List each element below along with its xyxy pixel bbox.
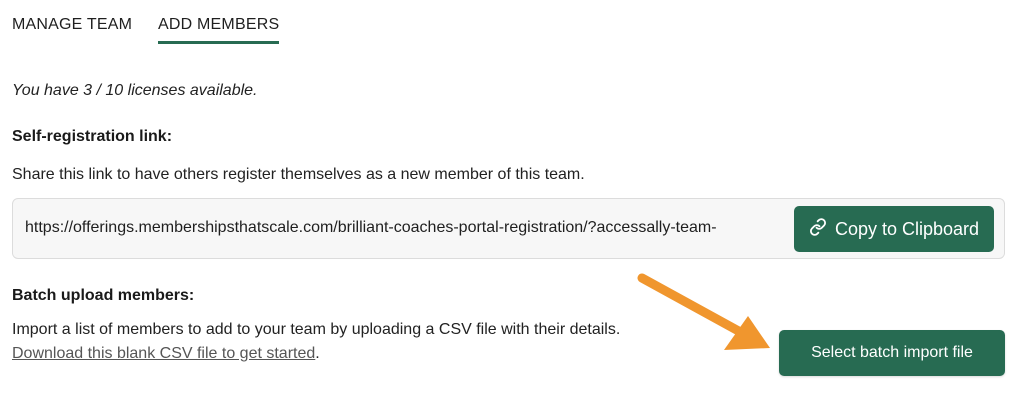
batch-upload-description-end: . xyxy=(315,345,320,362)
batch-upload-title: Batch upload members: xyxy=(12,287,195,304)
link-icon xyxy=(809,217,827,241)
tab-manage-team[interactable]: MANAGE TEAM xyxy=(12,16,133,33)
select-batch-import-file-button[interactable]: Select batch import file xyxy=(779,330,1005,376)
licenses-available-text: You have 3 / 10 licenses available. xyxy=(12,82,258,99)
batch-upload-description-text: Import a list of members to add to your … xyxy=(12,321,621,338)
arrow-annotation-icon xyxy=(637,273,770,350)
registration-link-box: https://offerings.membershipsthatscale.c… xyxy=(12,198,1005,259)
copy-to-clipboard-button[interactable]: Copy to Clipboard xyxy=(794,206,994,252)
self-registration-title: Self-registration link: xyxy=(12,128,173,145)
batch-upload-description: Import a list of members to add to your … xyxy=(12,318,632,366)
self-registration-description: Share this link to have others register … xyxy=(12,166,585,183)
tab-add-members[interactable]: ADD MEMBERS xyxy=(158,16,280,44)
download-csv-link[interactable]: Download this blank CSV file to get star… xyxy=(12,345,316,362)
registration-link-url[interactable]: https://offerings.membershipsthatscale.c… xyxy=(25,219,717,236)
copy-button-label: Copy to Clipboard xyxy=(834,218,980,239)
